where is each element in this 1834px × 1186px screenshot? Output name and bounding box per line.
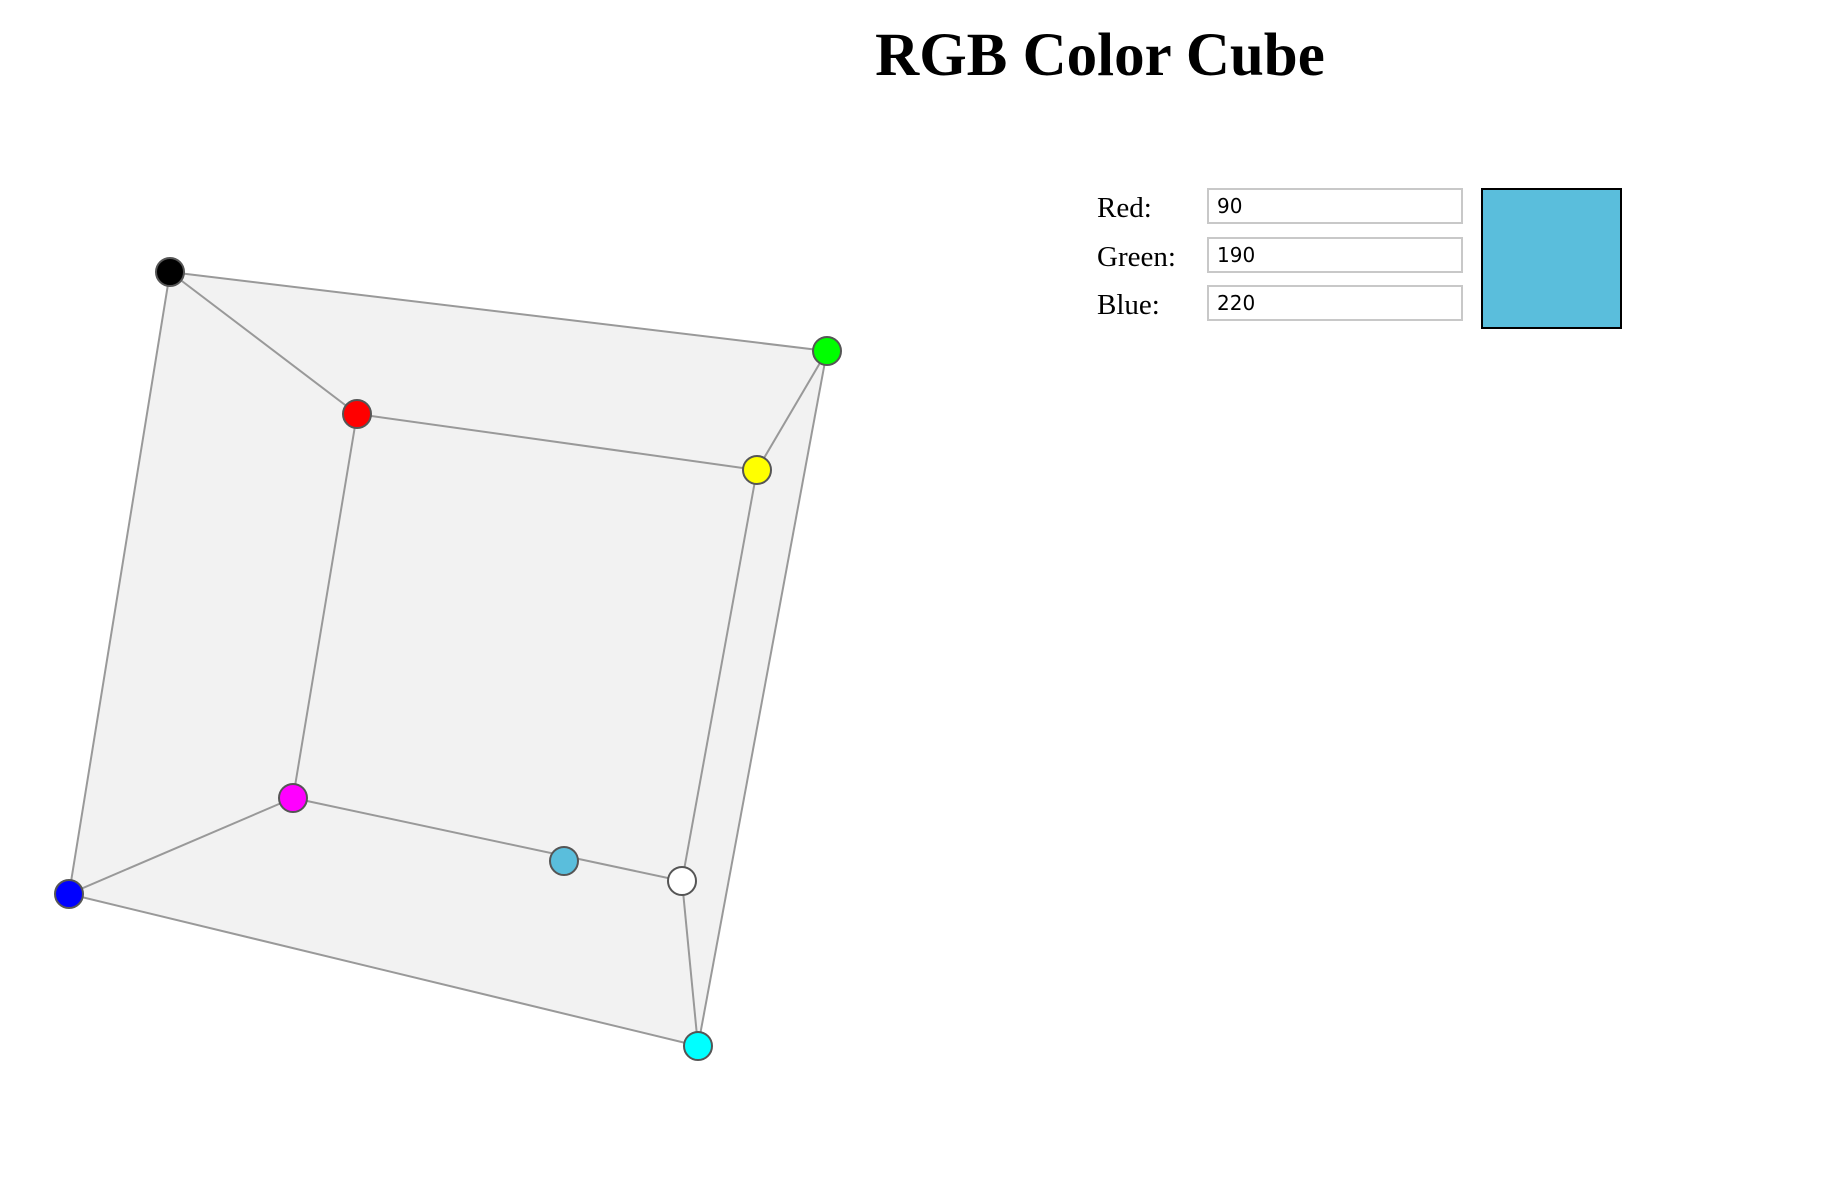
cube-edge	[681, 469, 758, 882]
green-label: Green:	[1097, 241, 1176, 273]
page-title: RGB Color Cube	[875, 22, 1325, 89]
blue-label: Blue:	[1097, 289, 1160, 321]
red-row: Red:	[1097, 188, 1463, 228]
cube-edges	[68, 271, 828, 1047]
red-label: Red:	[1097, 192, 1152, 224]
vertex-blue[interactable]	[54, 879, 84, 909]
cube-edge	[681, 880, 699, 1047]
cube-vertices	[54, 257, 842, 1061]
selected-color-marker[interactable]	[549, 846, 579, 876]
blue-row: Blue:	[1097, 285, 1463, 325]
color-controls: Red: Green: Blue:	[1097, 188, 1657, 338]
red-input[interactable]	[1207, 188, 1463, 224]
cube-edge	[756, 350, 828, 471]
cube-edge	[292, 797, 683, 882]
vertex-green[interactable]	[812, 336, 842, 366]
vertex-white[interactable]	[667, 866, 697, 896]
blue-input[interactable]	[1207, 285, 1463, 321]
cube-edge	[292, 413, 358, 799]
cube-edge	[169, 271, 828, 352]
cube-edge	[169, 271, 358, 415]
cube-edge	[356, 413, 758, 471]
color-swatch	[1481, 188, 1622, 329]
vertex-yellow[interactable]	[742, 455, 772, 485]
cube-edge	[697, 350, 828, 1047]
vertex-red[interactable]	[342, 399, 372, 429]
green-row: Green:	[1097, 237, 1463, 277]
cube-face	[69, 272, 827, 1046]
vertex-cyan[interactable]	[683, 1031, 713, 1061]
green-input[interactable]	[1207, 237, 1463, 273]
cube-edge	[68, 797, 294, 895]
cube-edge	[68, 893, 699, 1047]
cube-edge	[68, 271, 171, 895]
color-cube-view[interactable]	[0, 0, 900, 1186]
vertex-magenta[interactable]	[278, 783, 308, 813]
vertex-black[interactable]	[155, 257, 185, 287]
